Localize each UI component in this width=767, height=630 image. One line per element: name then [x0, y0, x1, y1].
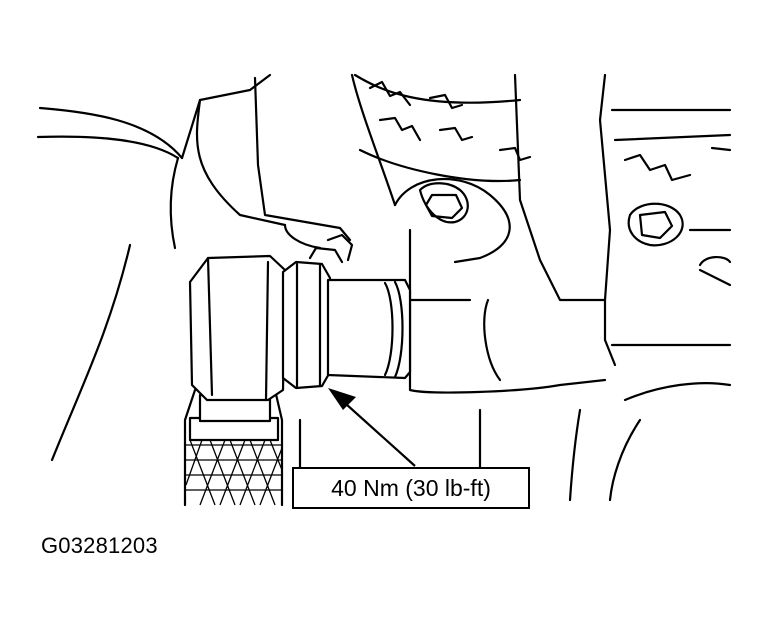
figure-id: G03281203	[41, 533, 158, 558]
callout-arrow	[328, 388, 416, 467]
torque-label: 40 Nm (30 lb-ft)	[331, 474, 491, 501]
torque-callout: 40 Nm (30 lb-ft)	[292, 467, 530, 509]
hose-braid	[185, 439, 283, 506]
threaded-port	[326, 278, 412, 380]
brake-hose	[183, 388, 284, 507]
hose-fitting	[188, 254, 287, 402]
engine-housing	[36, 73, 732, 502]
